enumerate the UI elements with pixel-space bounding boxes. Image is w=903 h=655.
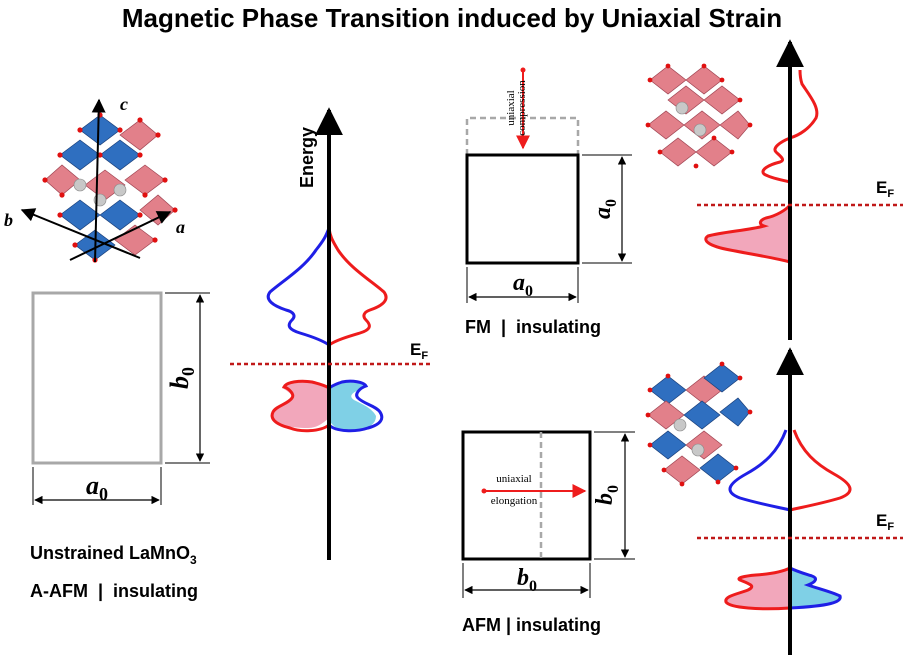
caption-phase-fm: FM | insulating [465, 317, 601, 337]
unstrained-cell [31, 291, 163, 465]
compressed-cell [465, 153, 580, 265]
afm-width-label: b0 [517, 565, 537, 595]
dos-unstrained [230, 107, 430, 560]
fermi-label-fm: EF [876, 178, 894, 200]
c-axis-label: c [120, 94, 128, 114]
caption-phase-afm: AFM | insulating [462, 615, 601, 635]
dos-afm-curve-down [728, 429, 842, 651]
c-axis [91, 98, 106, 263]
afm-height-label: b0 [592, 485, 622, 505]
cell-height-label: b0 [165, 367, 198, 389]
compression-label: uniaxialcompression [505, 80, 528, 136]
crystal-structure-fm [645, 63, 753, 169]
dos-fm [697, 39, 903, 340]
dos-afm-curve-up [724, 429, 852, 651]
caption-phase-unstrained: A-AFM | insulating [30, 581, 198, 601]
fm-width-label: a0 [513, 270, 533, 300]
dos-curve-down [266, 227, 384, 520]
fermi-label-unstrained: EF [410, 340, 428, 362]
b-axis-label: b [4, 210, 13, 230]
crystal-structure-afm [645, 361, 753, 487]
fermi-label-afm: EF [876, 511, 894, 533]
elongated-cell [461, 430, 592, 561]
energy-axis-label: Energy [297, 127, 317, 188]
dos-filled-up [272, 380, 329, 428]
caption-material: Unstrained LaMnO3 [30, 543, 197, 567]
dos-filled-down [329, 380, 376, 431]
a-axis-direction [69, 211, 172, 261]
dos-fm-filled [706, 205, 790, 262]
figure-title: Magnetic Phase Transition induced by Uni… [122, 3, 782, 33]
a-axis-label: a [176, 217, 185, 237]
fm-height-label: a0 [590, 199, 620, 219]
cell-width-label: a0 [86, 471, 108, 504]
dos-afm [697, 347, 903, 655]
b-axis [20, 208, 141, 259]
